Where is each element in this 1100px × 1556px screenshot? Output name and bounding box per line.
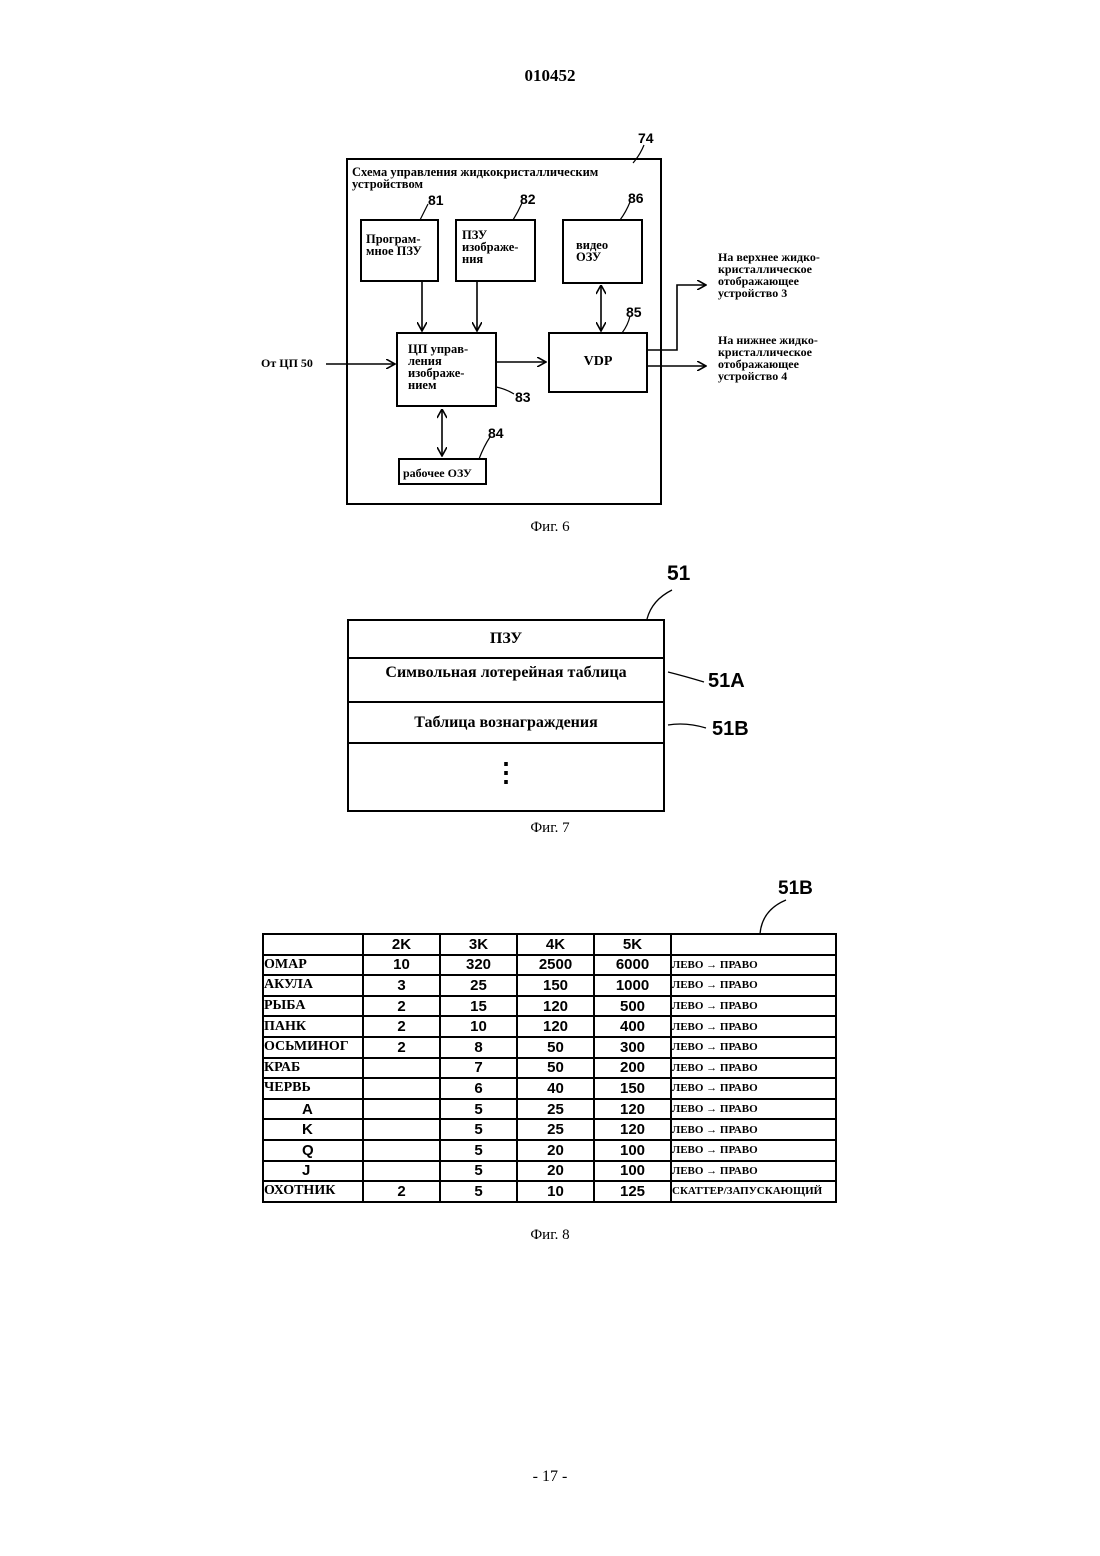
payout-4k-cell: 10 [517, 1181, 594, 1202]
table-row: ЧЕРВЬ 640150ЛЕВО → ПРАВО [263, 1078, 836, 1099]
column-header: 3K [440, 934, 517, 955]
payout-4k-cell: 50 [517, 1058, 594, 1079]
symbol-name-cell: АКУЛА [263, 975, 363, 996]
table-row: Q 520100ЛЕВО → ПРАВО [263, 1140, 836, 1161]
payout-3k-cell: 15 [440, 996, 517, 1017]
payout-3k-cell: 5 [440, 1119, 517, 1140]
direction-cell: ЛЕВО → ПРАВО [671, 1058, 836, 1079]
symbol-name-cell: K [263, 1119, 363, 1140]
payout-3k-cell: 5 [440, 1181, 517, 1202]
payout-5k-cell: 200 [594, 1058, 671, 1079]
payout-2k-cell: 2 [363, 1181, 440, 1202]
direction-cell: ЛЕВО → ПРАВО [671, 955, 836, 976]
direction-cell: ЛЕВО → ПРАВО [671, 1078, 836, 1099]
symbol-name-cell: РЫБА [263, 996, 363, 1017]
payout-2k-cell: 10 [363, 955, 440, 976]
payout-5k-cell: 150 [594, 1078, 671, 1099]
payout-3k-cell: 8 [440, 1037, 517, 1058]
payout-2k-cell: 2 [363, 1016, 440, 1037]
table-row: K 525120ЛЕВО → ПРАВО [263, 1119, 836, 1140]
payout-2k-cell [363, 1161, 440, 1182]
payout-4k-cell: 20 [517, 1140, 594, 1161]
payout-2k-cell: 2 [363, 996, 440, 1017]
table-header-row: 2K 3K 4K 5K [263, 934, 836, 955]
direction-cell: ЛЕВО → ПРАВО [671, 1119, 836, 1140]
fig8-caption: Фиг. 8 [0, 1227, 1100, 1244]
payout-2k-cell: 3 [363, 975, 440, 996]
table-row: A 525120ЛЕВО → ПРАВО [263, 1099, 836, 1120]
payout-2k-cell [363, 1078, 440, 1099]
payout-4k-cell: 25 [517, 1099, 594, 1120]
payout-2k-cell [363, 1119, 440, 1140]
payout-5k-cell: 125 [594, 1181, 671, 1202]
direction-cell: ЛЕВО → ПРАВО [671, 1037, 836, 1058]
payout-3k-cell: 5 [440, 1099, 517, 1120]
payout-2k-cell [363, 1058, 440, 1079]
column-header: 5K [594, 934, 671, 955]
direction-cell: ЛЕВО → ПРАВО [671, 975, 836, 996]
table-row: АКУЛА3251501000ЛЕВО → ПРАВО [263, 975, 836, 996]
payout-4k-cell: 120 [517, 1016, 594, 1037]
payout-5k-cell: 300 [594, 1037, 671, 1058]
payout-4k-cell: 150 [517, 975, 594, 996]
payout-2k-cell: 2 [363, 1037, 440, 1058]
payout-3k-cell: 25 [440, 975, 517, 996]
table-row: РЫБА215120500ЛЕВО → ПРАВО [263, 996, 836, 1017]
payout-5k-cell: 500 [594, 996, 671, 1017]
payout-3k-cell: 5 [440, 1140, 517, 1161]
table-row: ОМАР1032025006000ЛЕВО → ПРАВО [263, 955, 836, 976]
direction-cell: ЛЕВО → ПРАВО [671, 1161, 836, 1182]
payout-4k-cell: 120 [517, 996, 594, 1017]
table-row: ПАНК210120400ЛЕВО → ПРАВО [263, 1016, 836, 1037]
payout-4k-cell: 2500 [517, 955, 594, 976]
table-row: ОСЬМИНОГ2850300ЛЕВО → ПРАВО [263, 1037, 836, 1058]
column-header [263, 934, 363, 955]
payout-4k-cell: 20 [517, 1161, 594, 1182]
page-number: - 17 - [0, 1468, 1100, 1486]
payout-3k-cell: 10 [440, 1016, 517, 1037]
payout-4k-cell: 40 [517, 1078, 594, 1099]
table-row: ОХОТНИК2510125СКАТТЕР/ЗАПУСКАЮЩИЙ [263, 1181, 836, 1202]
fig8-leader [0, 0, 1100, 940]
payout-5k-cell: 100 [594, 1161, 671, 1182]
payout-2k-cell [363, 1140, 440, 1161]
payout-5k-cell: 1000 [594, 975, 671, 996]
symbol-name-cell: Q [263, 1140, 363, 1161]
table-row: КРАБ 750200ЛЕВО → ПРАВО [263, 1058, 836, 1079]
payout-5k-cell: 100 [594, 1140, 671, 1161]
symbol-name-cell: A [263, 1099, 363, 1120]
payout-3k-cell: 7 [440, 1058, 517, 1079]
payout-2k-cell [363, 1099, 440, 1120]
payout-4k-cell: 25 [517, 1119, 594, 1140]
symbol-name-cell: ОСЬМИНОГ [263, 1037, 363, 1058]
direction-cell: ЛЕВО → ПРАВО [671, 1140, 836, 1161]
payout-5k-cell: 120 [594, 1119, 671, 1140]
column-header: 2K [363, 934, 440, 955]
payout-table: 2K 3K 4K 5K ОМАР1032025006000ЛЕВО → ПРАВ… [262, 933, 837, 1203]
payout-3k-cell: 6 [440, 1078, 517, 1099]
column-header [671, 934, 836, 955]
payout-5k-cell: 400 [594, 1016, 671, 1037]
symbol-name-cell: J [263, 1161, 363, 1182]
direction-cell: СКАТТЕР/ЗАПУСКАЮЩИЙ [671, 1181, 836, 1202]
payout-3k-cell: 5 [440, 1161, 517, 1182]
column-header: 4K [517, 934, 594, 955]
payout-4k-cell: 50 [517, 1037, 594, 1058]
table-row: J 520100ЛЕВО → ПРАВО [263, 1161, 836, 1182]
direction-cell: ЛЕВО → ПРАВО [671, 1099, 836, 1120]
payout-5k-cell: 120 [594, 1099, 671, 1120]
payout-5k-cell: 6000 [594, 955, 671, 976]
payout-3k-cell: 320 [440, 955, 517, 976]
direction-cell: ЛЕВО → ПРАВО [671, 996, 836, 1017]
symbol-name-cell: ПАНК [263, 1016, 363, 1037]
symbol-name-cell: ОХОТНИК [263, 1181, 363, 1202]
symbol-name-cell: ЧЕРВЬ [263, 1078, 363, 1099]
payout-table-body: ОМАР1032025006000ЛЕВО → ПРАВОАКУЛА325150… [263, 955, 836, 1202]
symbol-name-cell: ОМАР [263, 955, 363, 976]
direction-cell: ЛЕВО → ПРАВО [671, 1016, 836, 1037]
symbol-name-cell: КРАБ [263, 1058, 363, 1079]
